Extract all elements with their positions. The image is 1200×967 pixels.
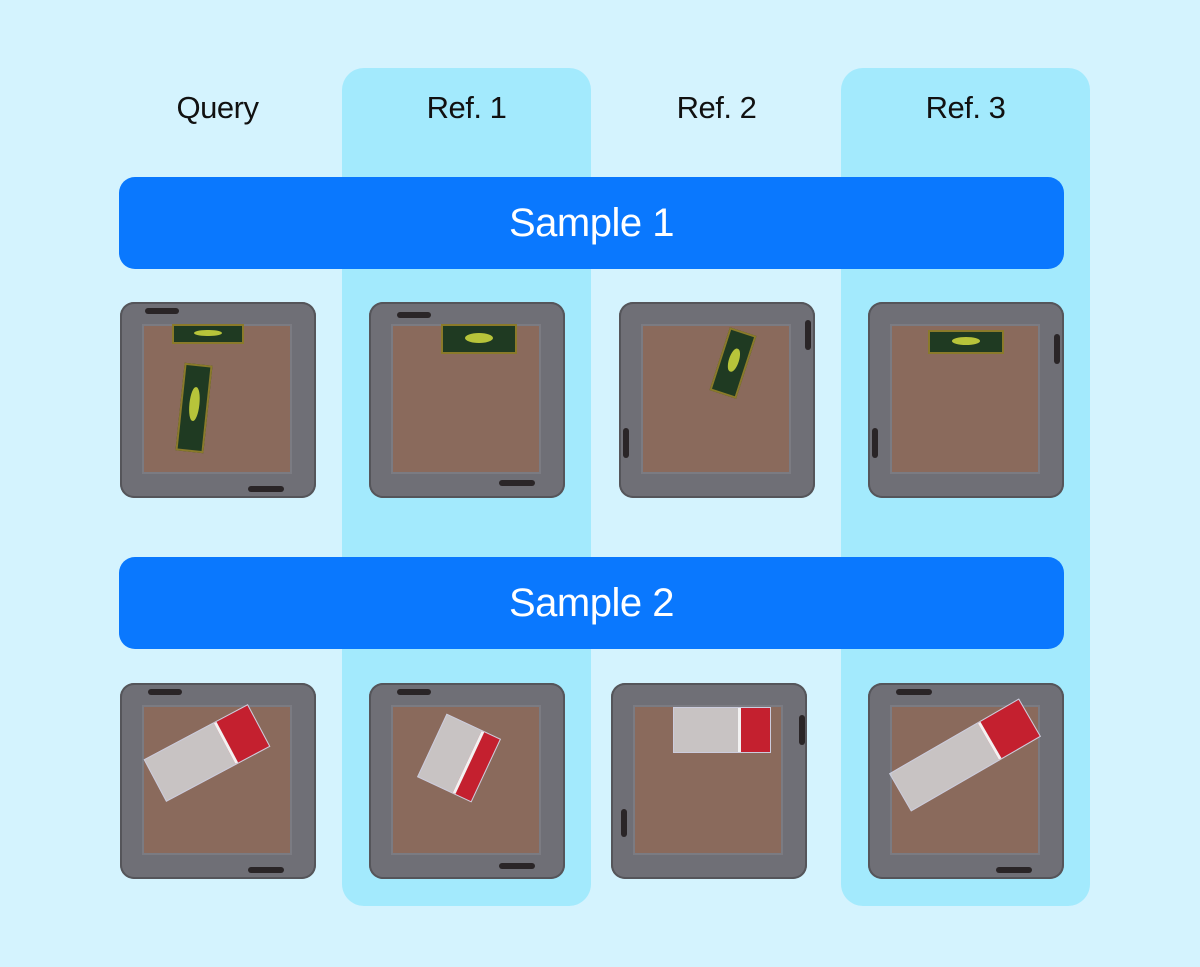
sample1-query-image [120, 302, 316, 498]
sample2-query-image [120, 683, 316, 879]
sample-1-banner: Sample 1 [119, 177, 1064, 269]
sample2-ref1-image [369, 683, 565, 879]
sample2-ref2-image [611, 683, 807, 879]
sample2-ref3-image [868, 683, 1064, 879]
sample1-ref2-image [619, 302, 815, 498]
column-header-ref1: Ref. 1 [426, 90, 507, 125]
column-header-ref3: Ref. 3 [925, 90, 1006, 125]
sample-2-banner: Sample 2 [119, 557, 1064, 649]
sample1-ref3-image [868, 302, 1064, 498]
sample1-ref1-image [369, 302, 565, 498]
column-header-query: Query [176, 90, 259, 125]
column-header-ref2: Ref. 2 [676, 90, 757, 125]
